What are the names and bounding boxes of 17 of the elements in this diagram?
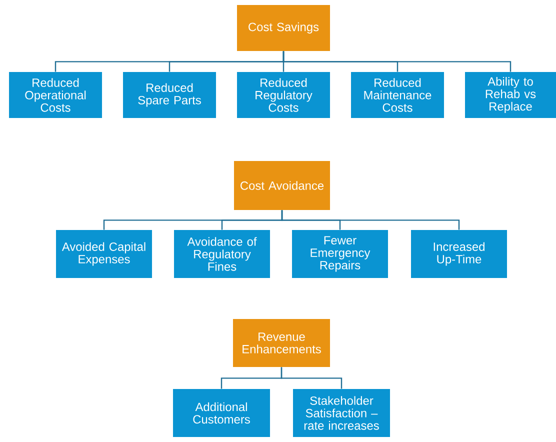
item-box: Stakeholder Satisfaction – rate increases <box>293 389 390 437</box>
item-box: Ability to Rehab vs Replace <box>465 72 556 118</box>
item-box: Fewer Emergency Repairs <box>292 230 388 278</box>
item-box: Reduced Spare Parts <box>123 72 216 118</box>
category-box: Cost Savings <box>237 5 330 51</box>
item-box: Reduced Maintenance Costs <box>351 72 444 118</box>
connector <box>280 367 342 389</box>
connector <box>281 210 460 230</box>
category-box: Revenue Enhancements <box>233 319 330 367</box>
item-box: Avoidance of Regulatory Fines <box>174 230 270 278</box>
item-box: Additional Customers <box>173 389 270 437</box>
item-box: Reduced Operational Costs <box>9 72 102 118</box>
connector <box>282 51 512 72</box>
category-box: Cost Avoidance <box>234 161 330 210</box>
item-box: Reduced Regulatory Costs <box>237 72 330 118</box>
item-box: Increased Up-Time <box>411 230 507 278</box>
item-box: Avoided Capital Expenses <box>56 230 152 278</box>
